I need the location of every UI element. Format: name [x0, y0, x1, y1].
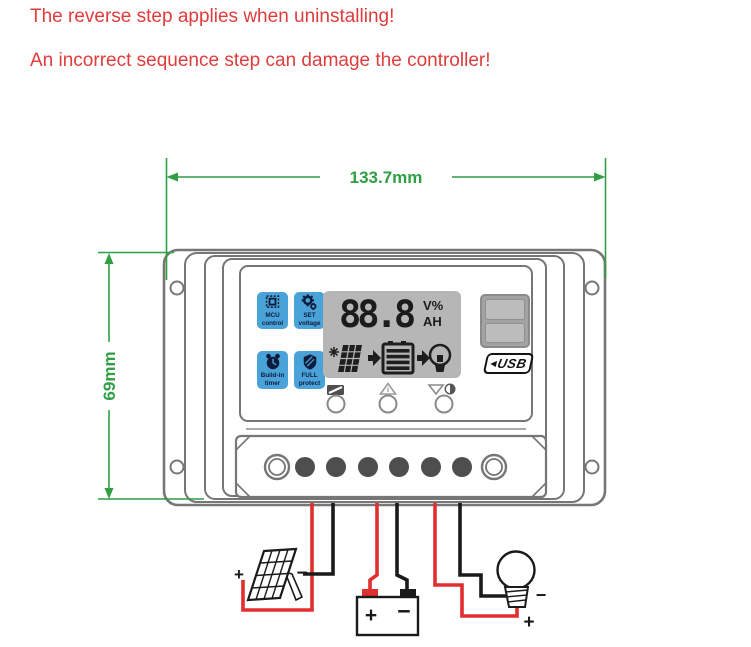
width-dimension-label: 133.7mm	[350, 168, 423, 187]
badge-label: Build-in timer	[260, 372, 285, 387]
shield-icon	[303, 354, 316, 370]
down-button	[434, 394, 454, 414]
badge-mcu-control: MCU control	[257, 292, 288, 329]
wires	[241, 503, 519, 618]
badge-build-in-timer: Build-in timer	[257, 351, 288, 389]
mounting-holes	[169, 280, 600, 475]
sun-icon	[329, 347, 339, 357]
load-positive-wire	[433, 503, 519, 618]
badge-full-protect: FULL protect	[294, 351, 325, 389]
arrow-right-icon	[368, 350, 381, 366]
usb-logo: ◀ USB	[482, 353, 535, 374]
solar-panel	[246, 547, 304, 602]
lcd-unit-ah: AH	[423, 314, 442, 329]
lcd-reading: 88.8	[339, 293, 416, 336]
load-negative-wire	[458, 503, 506, 598]
terminal	[295, 457, 315, 477]
lcd-units: V% AH	[423, 298, 443, 330]
dimension-width: 133.7mm	[165, 158, 607, 280]
battery-negative-terminal	[400, 589, 416, 598]
up-button	[378, 394, 398, 414]
battery-positive-terminal	[362, 589, 378, 598]
dimension-height: 69mm	[98, 251, 204, 500]
battery	[355, 589, 420, 637]
terminal	[421, 457, 441, 477]
terminal	[389, 457, 409, 477]
wire-terminals	[295, 457, 472, 477]
cover-slot	[485, 299, 525, 320]
lcd-display: 88.8 V% AH	[323, 291, 461, 378]
solar-negative-wire	[303, 503, 335, 576]
terminal-block	[234, 434, 548, 499]
battery-minus-label: −	[397, 598, 410, 624]
gears-icon	[301, 294, 317, 310]
usb-label: USB	[495, 356, 529, 371]
mounting-hole	[169, 280, 185, 296]
mounting-hole	[584, 280, 600, 296]
badge-label: MCU control	[261, 312, 284, 327]
lcd-unit-volt-percent: V%	[423, 298, 444, 313]
terminal	[358, 457, 378, 477]
mounting-hole	[169, 459, 185, 475]
mounting-hole	[584, 459, 600, 475]
bevel-marks	[235, 435, 547, 498]
terminal-screw-left	[263, 453, 291, 481]
battery-plus-label: +	[365, 604, 377, 627]
terminal	[326, 457, 346, 477]
warning-line-2: An incorrect sequence step can damage th…	[30, 50, 491, 71]
solar-positive-wire	[241, 503, 314, 612]
lcd-flow-icons	[329, 341, 452, 375]
cover-slot	[485, 322, 525, 343]
solar-plus-label: +	[234, 565, 244, 584]
height-dimension-label: 69mm	[100, 351, 119, 400]
bulb-minus-label: −	[536, 585, 547, 605]
mcu-chip-icon	[265, 295, 280, 308]
solar-panel-icon	[338, 344, 362, 373]
badge-label: SET voltage	[298, 312, 321, 327]
battery-icon	[381, 341, 415, 375]
terminal	[452, 457, 472, 477]
arrow-right-icon	[417, 350, 430, 366]
bulb-icon	[428, 343, 452, 372]
up-arrow-icon	[378, 382, 398, 395]
badge-set-voltage: SET voltage	[294, 292, 325, 329]
alarm-clock-icon	[265, 353, 280, 370]
panel-buttons	[326, 382, 456, 414]
solar-minus-label: −	[296, 563, 307, 584]
badge-label: FULL protect	[298, 372, 321, 387]
bulb-plus-label: +	[523, 612, 534, 633]
warning-line-1: The reverse step applies when uninstalli…	[30, 6, 395, 27]
mode-button	[326, 394, 346, 414]
light-bulb	[496, 550, 536, 608]
battery-negative-wire	[395, 503, 409, 593]
terminal-cover	[480, 294, 530, 348]
terminal-screw-right	[480, 453, 508, 481]
panel-grid	[251, 549, 293, 600]
battery-positive-wire	[368, 503, 379, 593]
panel-kickstand	[283, 570, 304, 602]
down-arrow-contrast-icon	[427, 383, 456, 396]
